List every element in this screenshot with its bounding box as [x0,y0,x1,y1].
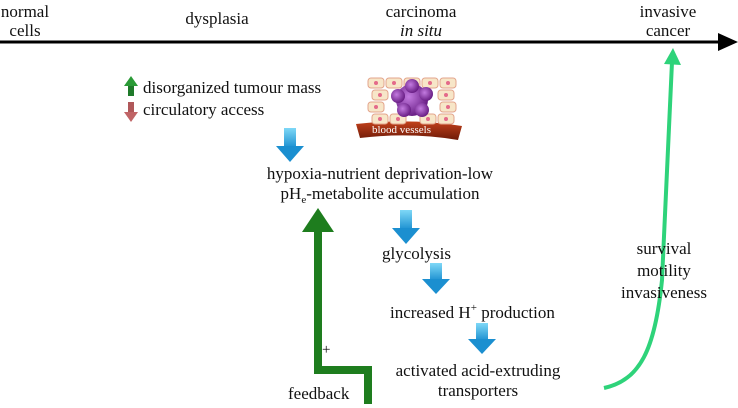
factor-down-label: circulatory access [143,100,265,119]
outcome-motility: motility [637,261,691,280]
feedback-label: feedback [288,384,350,403]
cyan-arrow-to-glycolysis [392,210,420,244]
outcome-arrow [603,48,681,390]
hplus-superscript: + [470,302,477,314]
stage-normal-line2: cells [9,21,41,40]
transporters-text: activated acid-extruding transporters [396,361,561,401]
ph-subscript: e [301,194,307,206]
stage-carcinoma-line1: carcinoma [385,2,457,21]
stage-invasive-line1: invasive [639,2,697,21]
stage-carcinoma-line2: in situ [399,21,443,40]
stage-normal-line1: normal [0,2,50,21]
outcome-invasiveness: invasiveness [621,283,707,302]
stage-normal-cells: normal cells [1,2,49,40]
timeline-arrow [0,33,738,51]
feedback-sign: + [322,342,331,358]
cyan-arrow-to-hplus [422,263,450,294]
hplus-post: production [476,303,555,322]
transporters-line1: activated acid-extruding [395,361,561,380]
cyan-arrow-to-hypoxia [276,128,304,162]
stage-invasive-cancer: invasive cancer [640,2,697,40]
hplus-pre: increased H [390,303,471,322]
stage-invasive-line2: cancer [645,21,691,40]
outcome-survival: survival [636,239,692,258]
blood-vessels-illustration [356,77,462,140]
ph-label: pH [280,184,302,203]
factor-up-label: disorganized tumour mass [143,78,322,97]
blood-vessels-label: blood vessels [372,124,431,136]
hplus-production-text: increased H+ production [390,298,555,323]
up-arrow-icon [124,76,138,96]
outcomes-text: survival motility invasiveness [621,238,707,304]
down-arrow-icon [124,102,138,122]
hypoxia-line2: pHe-metabolite accumulation [267,184,493,210]
stage-dysplasia-line1: dysplasia [185,9,249,28]
stage-dysplasia: dysplasia [185,9,248,28]
hypoxia-text: hypoxia-nutrient deprivation-low pHe-met… [267,164,493,210]
transporters-line2: transporters [437,381,519,400]
feedback-arrow [302,208,372,404]
metabolite-label: -metabolite accumulation [306,184,480,203]
hypoxia-line1: hypoxia-nutrient deprivation-low [266,164,494,183]
stage-carcinoma-in-situ: carcinoma in situ [386,2,457,40]
cyan-arrow-to-transporters [468,323,496,354]
glycolysis-label: glycolysis [382,244,451,263]
